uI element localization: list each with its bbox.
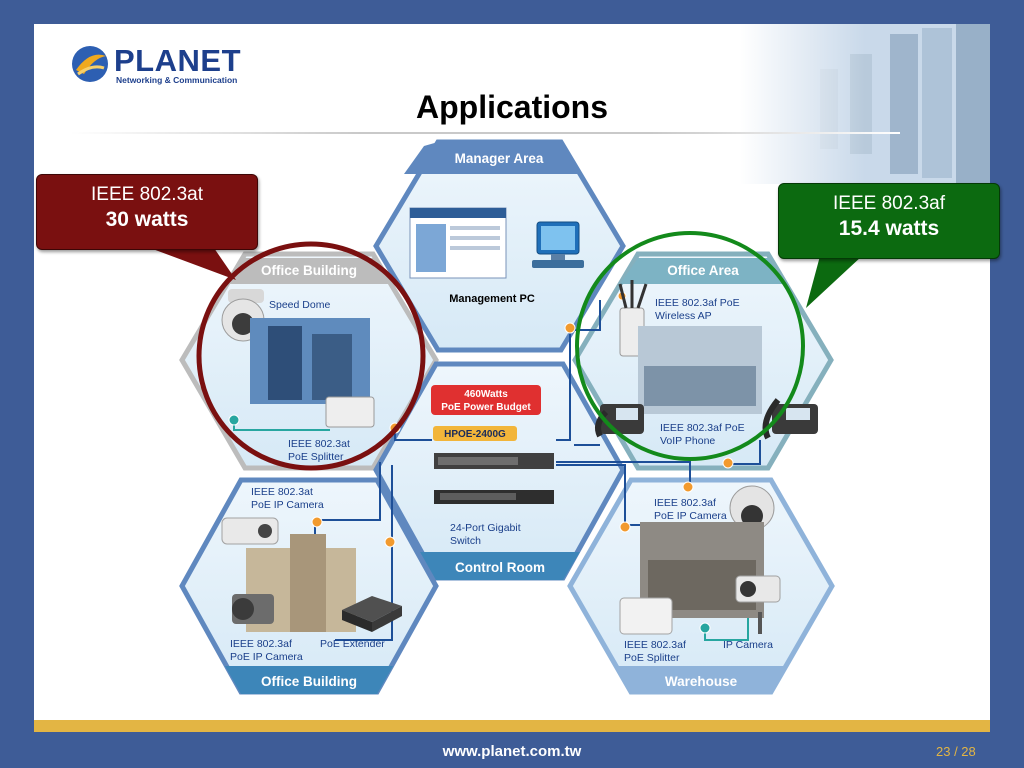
callout-af-line2: 15.4 watts	[838, 217, 940, 240]
poe-budget-line-2: PoE Power Budget	[441, 402, 531, 413]
building-tower	[312, 334, 352, 400]
logo-tagline: Networking & Communication	[116, 75, 238, 85]
callout-at-line2: 30 watts	[105, 208, 189, 231]
control-room-title: Control Room	[455, 560, 545, 575]
desks	[644, 366, 756, 406]
screenshot-row	[450, 246, 500, 250]
switch-label-1: 24-Port Gigabit	[450, 522, 521, 534]
switch-icon-2	[434, 490, 554, 504]
voip-label-1: IEEE 802.3af PoE	[660, 422, 745, 434]
globe-icon	[72, 46, 108, 82]
management-pc-label: Management PC	[449, 293, 535, 305]
office-area-title: Office Area	[667, 263, 739, 278]
camera-at-label-2: PoE IP Camera	[251, 499, 324, 511]
page-number: 23 / 28	[936, 744, 976, 759]
warehouse-title: Warehouse	[665, 674, 738, 689]
callout-pointer-af	[806, 256, 862, 308]
camera-at-label-1: IEEE 802.3at	[251, 486, 313, 498]
switch-label-2: Switch	[450, 535, 481, 547]
warehouse-splitter-label-2: PoE Splitter	[624, 652, 680, 664]
ip-camera-label: IP Camera	[723, 639, 773, 651]
screenshot-row	[450, 226, 500, 230]
voip-label-2: VoIP Phone	[660, 435, 715, 447]
voip-phone-icon-2	[762, 398, 818, 440]
highlight-ring-802-3at	[196, 241, 426, 471]
warehouse-cam-label-2: PoE IP Camera	[654, 510, 727, 522]
logo-brand-text: PLANET	[114, 43, 241, 78]
callout-at-line1: IEEE 802.3at	[91, 184, 203, 205]
building-tower	[268, 326, 302, 400]
splitter-label-1: IEEE 802.3at	[288, 438, 350, 450]
footer-url[interactable]: www.planet.com.tw	[442, 743, 582, 760]
poe-extender-icon	[342, 596, 402, 632]
bullet-camera-icon	[221, 517, 279, 545]
model-badge	[433, 426, 517, 441]
title-underline	[70, 132, 900, 134]
data-badge-2	[699, 622, 711, 634]
office-building-bottom-title: Office Building	[261, 674, 357, 689]
pc-monitor-icon	[532, 221, 584, 268]
manager-area-title: Manager Area	[455, 151, 544, 166]
poe-extender-label: PoE Extender	[320, 638, 385, 650]
model-label: HPOE-2400G	[444, 429, 506, 440]
office-building-title: Office Building	[261, 263, 357, 278]
poe-budget-line-1: 460Watts	[464, 389, 508, 400]
footer-accent-bar	[34, 720, 990, 732]
screenshot-row	[450, 236, 500, 240]
camera-af-label-2: PoE IP Camera	[230, 651, 303, 663]
ip-camera-icon	[735, 575, 781, 634]
screenshot-panel	[416, 224, 446, 272]
screenshot-header	[410, 208, 506, 218]
ap-label-1: IEEE 802.3af PoE	[655, 297, 740, 309]
highlight-ring-802-3af	[575, 231, 805, 461]
switch-icon	[434, 453, 554, 469]
ap-label-2: Wireless AP	[655, 310, 712, 322]
camera-af-label-1: IEEE 802.3af	[230, 638, 292, 650]
poe-splitter-icon	[325, 396, 375, 428]
callout-pointer-at	[150, 248, 236, 280]
box-camera-icon	[232, 594, 274, 624]
warehouse-cam-label-1: IEEE 802.3af	[654, 497, 716, 509]
poe-splitter-icon-2	[619, 597, 673, 635]
poe-budget-badge	[431, 385, 541, 415]
data-badge	[228, 414, 240, 426]
warehouse-splitter-label-1: IEEE 802.3af	[624, 639, 686, 651]
callout-af-line1: IEEE 802.3af	[833, 193, 945, 214]
planet-logo: PLANET Networking & Communication	[70, 42, 241, 88]
splitter-label-2: PoE Splitter	[288, 451, 344, 463]
server-room-graphic	[740, 24, 990, 184]
building-tower	[290, 534, 326, 632]
speed-dome-label: Speed Dome	[269, 299, 330, 311]
page-title: Applications	[415, 89, 608, 125]
callout-802-3at: IEEE 802.3at 30 watts	[36, 174, 258, 250]
callout-802-3af: IEEE 802.3af 15.4 watts	[778, 183, 1000, 259]
hex-center	[373, 361, 626, 581]
